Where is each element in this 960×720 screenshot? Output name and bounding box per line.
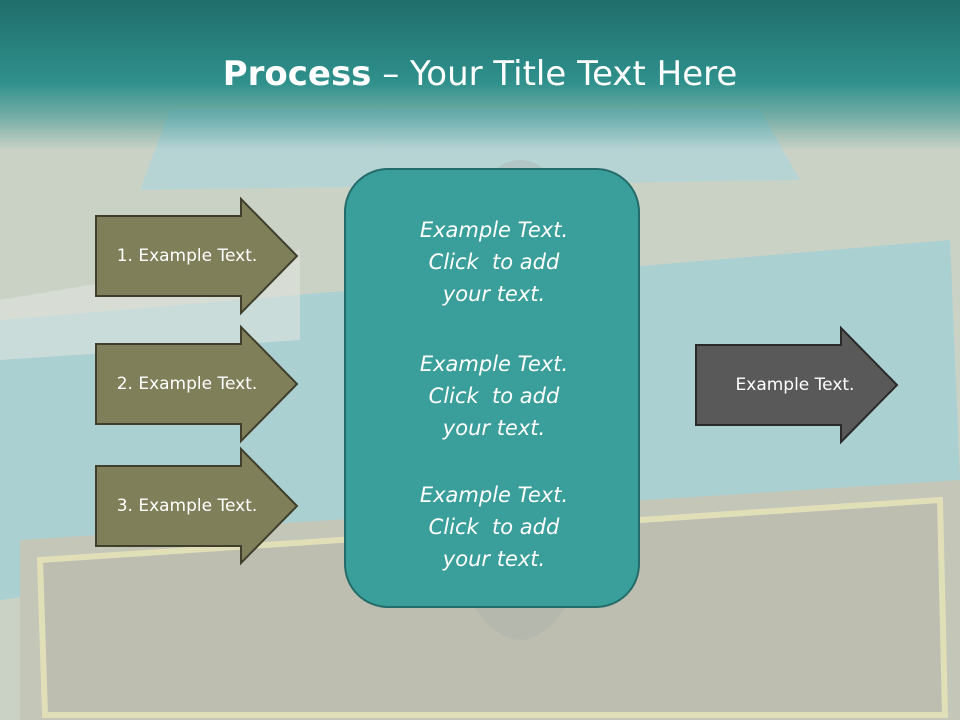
text-block-1-line-1: Example Text. (419, 218, 569, 242)
right-arrow-label: Example Text. (735, 375, 855, 395)
left-arrow-3-label: 3. Example Text. (116, 496, 258, 516)
text-block-3-line-3: your text. (442, 547, 546, 571)
text-block-1: Example Text. Click to add your text. (346, 214, 642, 310)
text-block-2-line-2: Click to add (428, 384, 560, 408)
text-block-2-line-1: Example Text. (419, 352, 569, 376)
text-block-2: Example Text. Click to add your text. (346, 348, 642, 444)
title-bold: Process (222, 54, 372, 94)
slide-title: Process – Your Title Text Here (0, 52, 960, 96)
left-arrow-2-label: 2. Example Text. (116, 374, 258, 394)
right-arrow[interactable]: Example Text. (695, 325, 899, 445)
left-arrow-1-shape (95, 196, 299, 316)
left-arrow-2-shape (95, 324, 299, 444)
left-arrow-3-shape (95, 446, 299, 566)
text-block-3-line-1: Example Text. (419, 483, 569, 507)
left-arrow-3[interactable]: 3. Example Text. (95, 446, 299, 566)
text-block-1-line-2: Click to add (428, 250, 560, 274)
left-arrow-1-label: 1. Example Text. (116, 246, 258, 266)
title-bar (0, 0, 960, 150)
text-block-3-line-2: Click to add (428, 515, 560, 539)
right-arrow-shape (695, 325, 899, 445)
text-block-3: Example Text. Click to add your text. (346, 479, 642, 575)
text-block-2-line-3: your text. (442, 416, 546, 440)
title-rest: – Your Title Text Here (371, 54, 738, 94)
left-arrow-2[interactable]: 2. Example Text. (95, 324, 299, 444)
text-block-1-line-3: your text. (442, 282, 546, 306)
left-arrow-1[interactable]: 1. Example Text. (95, 196, 299, 316)
center-text-box[interactable]: Example Text. Click to add your text. Ex… (344, 168, 640, 608)
